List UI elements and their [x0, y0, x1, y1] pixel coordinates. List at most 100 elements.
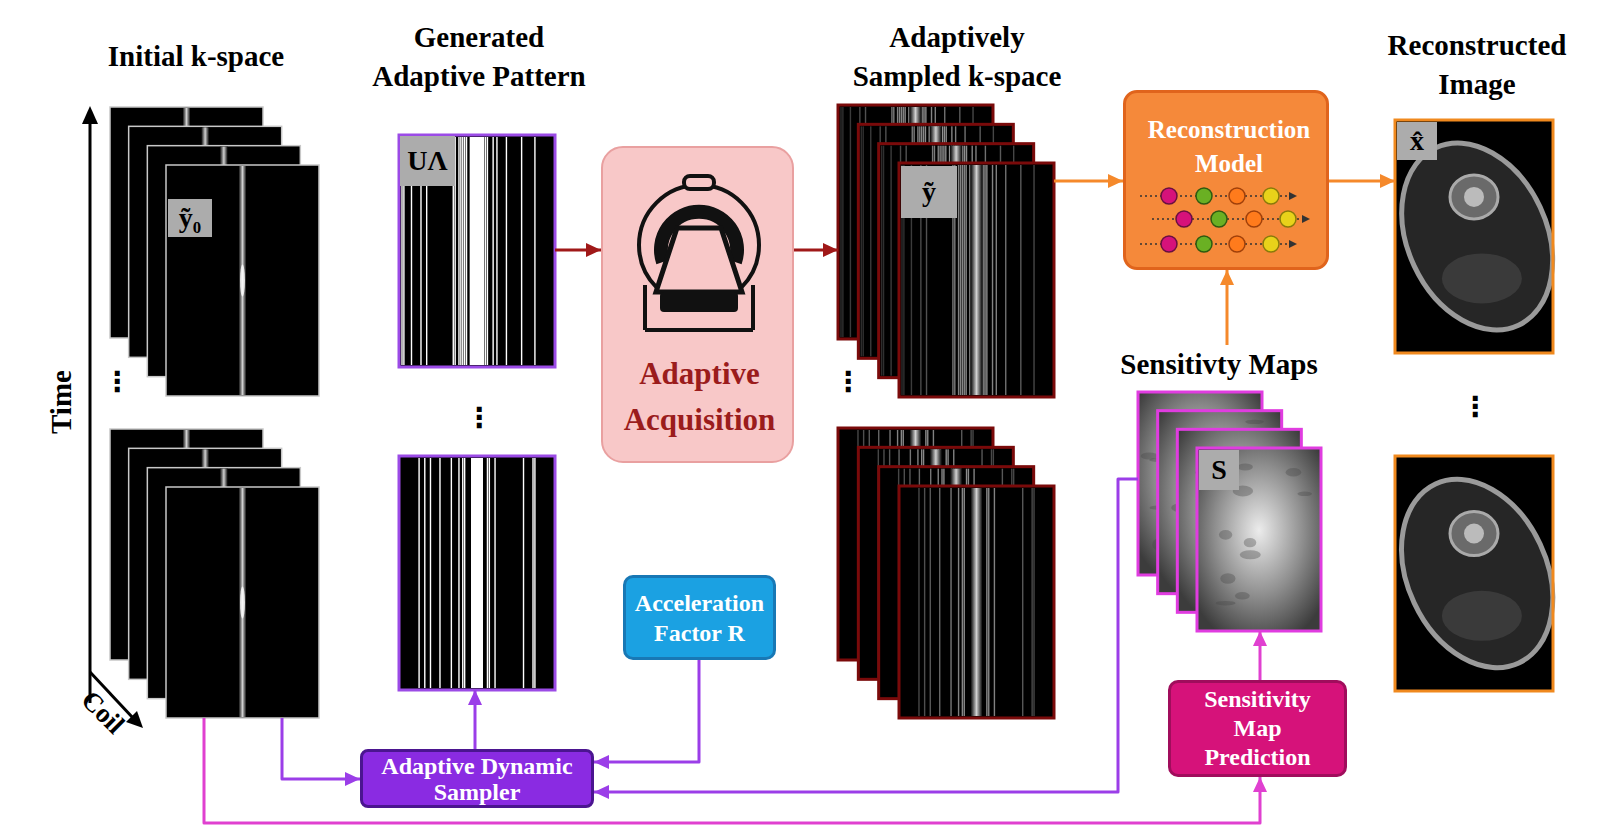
sampled-line	[969, 165, 970, 395]
connector	[1329, 174, 1395, 188]
stack-heading: Generated Adaptive Pattern	[363, 18, 595, 96]
pattern-line	[460, 137, 461, 365]
recon-ventricle	[1464, 524, 1484, 544]
sampled-center	[971, 165, 983, 395]
image-stack: Reconstructed Imagex̂	[1395, 25, 1553, 691]
sensitivity-texture	[1245, 420, 1264, 424]
arrow-head	[1253, 777, 1267, 792]
sampled-line	[930, 488, 931, 716]
network-unit	[1196, 188, 1212, 204]
kspace-stack: Initial k-spaceỹ₀	[110, 35, 320, 718]
arrow-head	[345, 772, 360, 786]
sampled-line	[964, 488, 965, 716]
sensitivity-texture	[1220, 573, 1235, 583]
network-unit	[1211, 211, 1227, 227]
pattern-line	[492, 137, 493, 365]
scanner-frame	[643, 285, 647, 330]
arrow-head	[1108, 174, 1123, 188]
math-tag: ỹ₀	[168, 199, 212, 237]
pattern-line	[451, 458, 452, 688]
arrow-head	[586, 243, 601, 257]
pattern-line	[494, 458, 495, 688]
connector	[204, 718, 1267, 823]
pattern-frame	[399, 456, 555, 690]
pattern-line	[521, 137, 522, 365]
sensitivity-texture	[1244, 538, 1257, 547]
pattern-line	[462, 458, 463, 688]
pattern-line	[485, 137, 486, 365]
pattern-line	[464, 137, 465, 365]
math-tag: S	[1199, 450, 1239, 490]
network-unit	[1263, 188, 1279, 204]
sampled-line	[958, 165, 959, 395]
connector	[1054, 174, 1123, 188]
connector-line	[594, 479, 1138, 792]
connector	[794, 243, 838, 257]
arrow-head	[468, 690, 482, 705]
sensitivity-texture	[1219, 530, 1232, 540]
sampled-line	[965, 165, 966, 395]
pattern-stack: Generated Adaptive PatternUΛ	[399, 20, 555, 690]
connector	[594, 660, 699, 769]
sampled-line	[1031, 488, 1032, 716]
axis-label: Time	[41, 342, 81, 462]
pattern-line	[462, 137, 463, 365]
pattern-line	[523, 458, 524, 688]
pattern-line	[534, 137, 535, 365]
sampled-border	[899, 486, 1054, 718]
sampled-line	[863, 126, 864, 356]
scanner-table	[660, 292, 738, 312]
sampled-line	[939, 488, 940, 716]
pattern-line	[418, 458, 419, 688]
process-box: Adaptive Dynamic Sampler	[360, 749, 594, 808]
sensitivity-image	[1197, 448, 1321, 631]
kspace-center	[240, 265, 245, 297]
sampled-line	[870, 126, 871, 356]
sampled-line	[964, 165, 965, 395]
kspace-center-line	[239, 488, 247, 717]
sampled-line	[994, 488, 995, 716]
sampled-center	[971, 488, 983, 716]
pattern-line	[466, 137, 467, 365]
ellipsis-mark: ⋮	[57, 362, 177, 402]
scanner-icon	[639, 176, 759, 330]
arrow-head	[1220, 270, 1234, 285]
sampled-line	[988, 488, 989, 716]
sampled-border	[899, 163, 1054, 397]
recon-border	[1395, 120, 1553, 353]
pattern-line	[532, 458, 533, 688]
sampled-line	[1033, 488, 1034, 716]
network-icon	[1140, 188, 1310, 252]
pattern-line	[506, 137, 507, 365]
connector	[555, 243, 601, 257]
network-unit	[1263, 236, 1279, 252]
sampled-line	[842, 107, 843, 337]
kspace-stack: Adaptively Sampled k-spaceỹ	[838, 20, 1054, 718]
ellipsis-mark: ⋮	[1415, 387, 1535, 427]
network-head	[1302, 215, 1310, 223]
network-unit	[1280, 211, 1296, 227]
box-label: Adaptive Dynamic Sampler	[367, 753, 587, 805]
sensitivity-texture	[1286, 468, 1302, 477]
ellipsis-mark: ⋮	[788, 362, 908, 402]
sampled-line	[1005, 165, 1006, 395]
pattern-line	[430, 458, 431, 688]
recon-heart	[1450, 175, 1498, 219]
sampled-line	[924, 488, 925, 716]
sampled-line	[992, 165, 993, 395]
sampled-line	[960, 165, 961, 395]
recon-organ	[1442, 591, 1522, 641]
sampled-line	[883, 146, 884, 376]
recon-heart	[1450, 512, 1498, 556]
sampled-frame	[899, 163, 1054, 397]
network-unit	[1229, 188, 1245, 204]
recon-border	[1395, 456, 1553, 691]
sensitivity-texture	[1216, 601, 1236, 606]
network-unit	[1229, 236, 1245, 252]
stack-heading: Initial k-space	[76, 37, 316, 76]
